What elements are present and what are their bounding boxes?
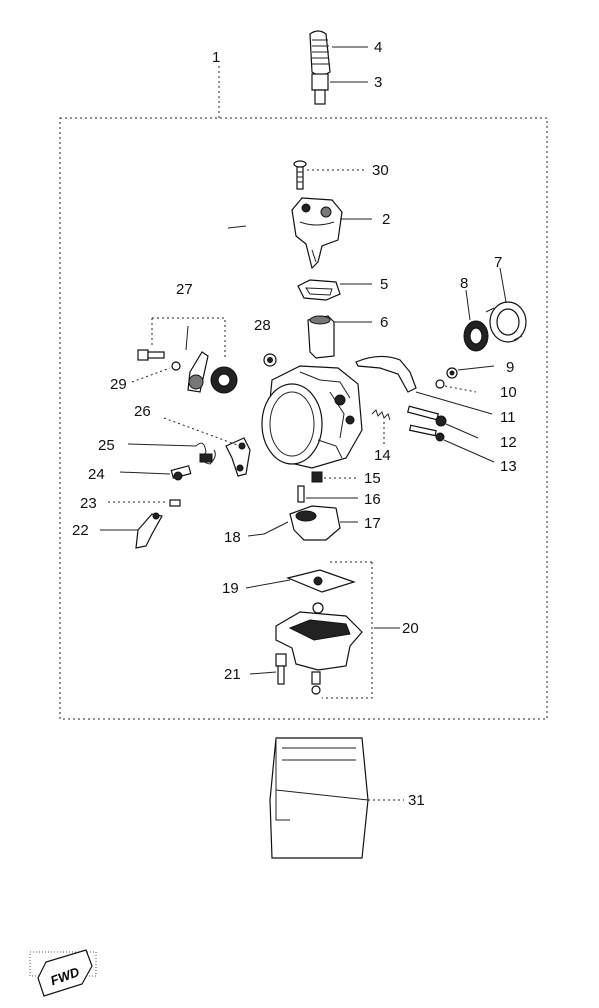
callout-30: 30 xyxy=(372,162,389,179)
part-10-washer xyxy=(435,379,445,389)
callout-17: 17 xyxy=(364,515,381,532)
callout-18: 18 xyxy=(224,529,241,546)
callout-23: 23 xyxy=(80,495,97,512)
assembly-frame xyxy=(59,117,548,720)
part-18-pin xyxy=(263,521,289,535)
callout-7: 7 xyxy=(494,254,502,271)
callout-21: 21 xyxy=(224,666,241,683)
callout-27: 27 xyxy=(176,281,193,298)
callout-8: 8 xyxy=(460,275,468,292)
callout-14: 14 xyxy=(374,447,391,464)
part-25-spring xyxy=(195,442,216,465)
callout-13: 13 xyxy=(500,458,517,475)
part-9-nut xyxy=(446,367,458,379)
callout-11: 11 xyxy=(500,409,516,426)
callout-19: 19 xyxy=(222,580,239,597)
leader-12 xyxy=(445,423,479,439)
callout-1: 1 xyxy=(212,49,220,66)
callout-4: 4 xyxy=(374,39,382,56)
callout-28: 28 xyxy=(254,317,271,334)
part-11-lever xyxy=(355,355,417,393)
part-7-sleeve xyxy=(485,301,527,343)
part-24-idle-screw xyxy=(170,465,192,481)
part-13-screw xyxy=(408,424,445,442)
fwd-arrow-badge: FWD xyxy=(29,949,97,997)
part-16-needle-jet xyxy=(297,485,305,503)
part-6-slide xyxy=(307,315,335,359)
callout-5: 5 xyxy=(380,276,388,293)
callout-10: 10 xyxy=(500,384,517,401)
leader-18 xyxy=(247,533,265,537)
part-8-seal xyxy=(463,320,489,352)
callout-3: 3 xyxy=(374,74,382,91)
part-28-nut xyxy=(263,353,277,367)
callout-9: 9 xyxy=(506,359,514,376)
callout-6: 6 xyxy=(380,314,388,331)
callout-22: 22 xyxy=(72,522,89,539)
carburetor-body xyxy=(261,365,363,469)
leader-24 xyxy=(119,471,171,475)
part-30-screw xyxy=(293,160,307,190)
leader-25 xyxy=(127,443,197,447)
part-2-cover xyxy=(291,197,343,270)
part-12-screw xyxy=(406,405,447,427)
leader-19 xyxy=(245,579,291,589)
part-22-choke-lever xyxy=(135,512,163,549)
throttle-group-frame xyxy=(151,317,226,360)
part-17-float xyxy=(289,505,341,541)
leader-10 xyxy=(444,385,477,393)
part-19-gasket xyxy=(286,569,356,593)
callout-31: 31 xyxy=(408,792,425,809)
part-29-bolt xyxy=(137,349,181,371)
part-14-spring xyxy=(371,409,391,421)
part-27-throttle-pulley xyxy=(185,325,238,394)
callout-12: 12 xyxy=(500,434,517,451)
callout-2: 2 xyxy=(382,211,390,228)
leader-9 xyxy=(457,365,495,371)
callout-24: 24 xyxy=(88,466,105,483)
callout-20: 20 xyxy=(402,620,419,637)
bowl-group-frame xyxy=(322,561,373,699)
callout-25: 25 xyxy=(98,437,115,454)
leader-13 xyxy=(443,439,495,463)
callout-15: 15 xyxy=(364,470,381,487)
callout-26: 26 xyxy=(134,403,151,420)
leader-7 xyxy=(499,267,507,303)
part-4-boot xyxy=(309,30,331,76)
leader-21 xyxy=(249,671,277,675)
print-artifact-mark xyxy=(227,225,247,229)
part-3-adjuster xyxy=(311,73,329,105)
leader-26 xyxy=(163,417,241,447)
part-15-jet xyxy=(311,471,323,483)
callout-29: 29 xyxy=(110,376,127,393)
leader-11 xyxy=(415,391,493,415)
leader-29 xyxy=(131,367,171,383)
callout-labels: 1 2 3 4 5 6 7 8 9 10 11 12 13 14 15 16 1… xyxy=(72,39,517,809)
leader-8 xyxy=(465,289,471,321)
part-23-small-screw xyxy=(169,499,181,507)
part-31-tag xyxy=(269,737,369,859)
part-26-plate xyxy=(225,437,251,477)
part-5-gasket xyxy=(297,279,341,301)
part-20-float-bowl xyxy=(275,602,363,695)
part-21-drain-screw xyxy=(275,653,287,685)
callout-16: 16 xyxy=(364,491,381,508)
